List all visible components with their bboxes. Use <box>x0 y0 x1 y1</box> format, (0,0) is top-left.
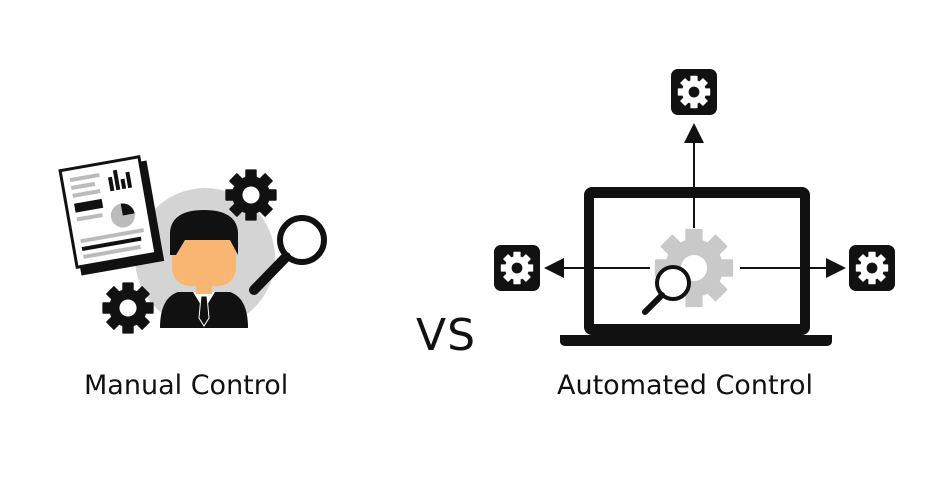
automated-control-label: Automated Control <box>557 370 814 401</box>
document-icon <box>58 155 165 276</box>
gear-icon <box>225 169 277 221</box>
magnifier-icon <box>642 265 691 315</box>
gear-icon <box>102 282 154 334</box>
businessman-icon <box>160 210 248 328</box>
magnifier-icon <box>249 215 327 295</box>
gear-box-icon <box>494 245 540 291</box>
gear-box-icon <box>671 69 717 115</box>
manual-control-label: Manual Control <box>84 370 289 401</box>
manual-control-group <box>58 155 327 334</box>
vs-label: VS <box>416 310 477 361</box>
automated-control-group <box>494 69 895 346</box>
gear-box-icon <box>849 245 895 291</box>
